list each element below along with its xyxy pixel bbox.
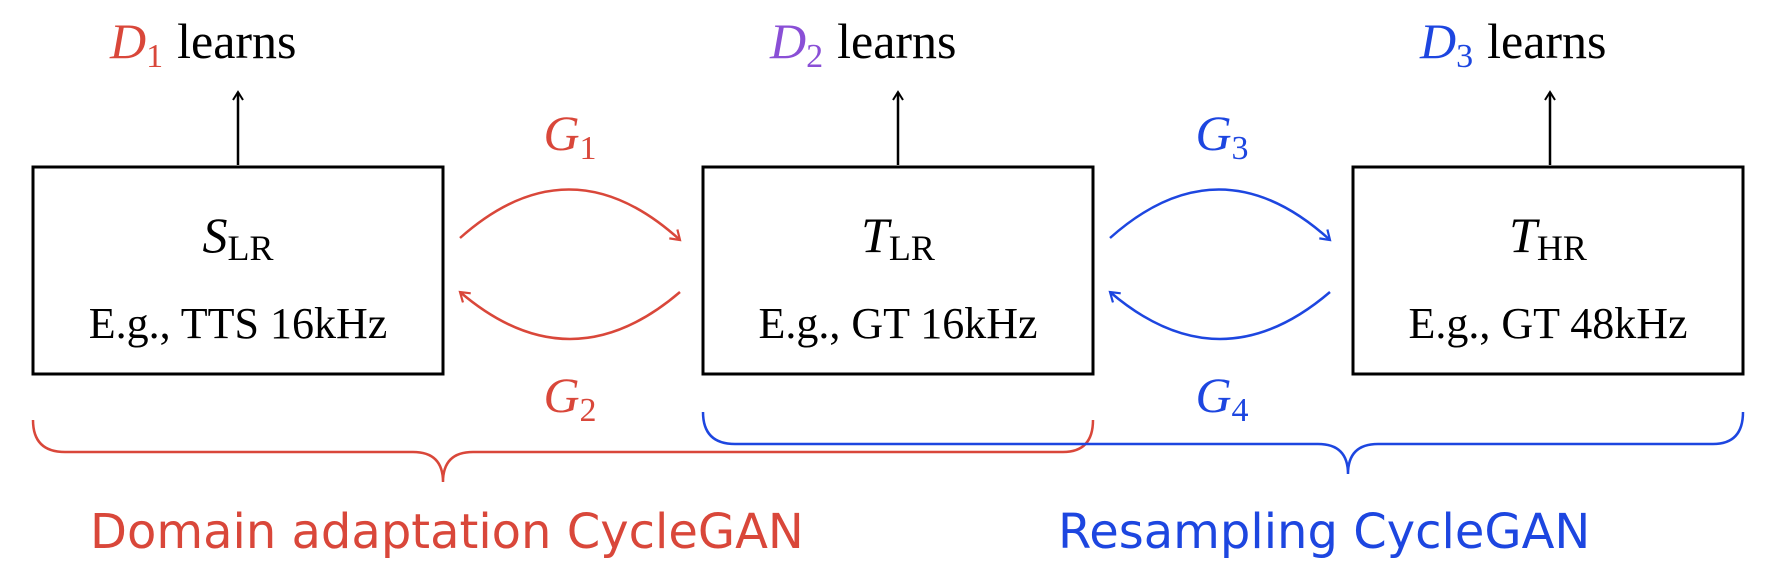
box-t-lr xyxy=(701,165,1095,376)
g1-subscript: 1 xyxy=(580,130,597,167)
g4-arrow xyxy=(1108,290,1331,341)
box-t-hr xyxy=(1351,165,1745,376)
resampling-brace xyxy=(701,411,1745,475)
d1-subscript: 1 xyxy=(146,38,163,75)
d2-learns-label: D2 learns xyxy=(769,13,957,75)
g3-label: G3 xyxy=(1195,105,1248,167)
domain-adaptation-brace xyxy=(31,419,1095,483)
d1-learns-label: D1 learns xyxy=(109,13,297,75)
d3-learns-text: learns xyxy=(1487,13,1606,69)
d2-subscript: 2 xyxy=(806,38,823,75)
g1-label: G1 xyxy=(543,105,596,167)
box1-example: E.g., TTS 16kHz xyxy=(89,299,388,348)
g1-arrow xyxy=(459,188,682,242)
box1-subscript: LR xyxy=(227,228,273,268)
box-s-lr xyxy=(31,165,445,376)
g3-subscript: 3 xyxy=(1232,130,1249,167)
d3-subscript: 3 xyxy=(1456,38,1473,75)
g2-subscript: 2 xyxy=(580,392,597,429)
d1-learns-text: learns xyxy=(177,13,296,69)
g3-arrow xyxy=(1109,188,1332,242)
g4-subscript: 4 xyxy=(1232,392,1249,429)
g3-symbol: G xyxy=(1195,105,1231,161)
d2-learns-text: learns xyxy=(837,13,956,69)
d1-symbol: D xyxy=(109,13,146,69)
box3-subscript: HR xyxy=(1537,228,1587,268)
g1-symbol: G xyxy=(543,105,579,161)
box3-example: E.g., GT 48kHz xyxy=(1408,299,1687,348)
g4-symbol: G xyxy=(1195,367,1231,423)
box2-example: E.g., GT 16kHz xyxy=(758,299,1037,348)
box1-title: SLR xyxy=(202,207,273,268)
g2-arrow xyxy=(458,290,681,341)
box2-subscript: LR xyxy=(889,228,935,268)
g2-label: G2 xyxy=(543,367,596,429)
d3-symbol: D xyxy=(1419,13,1456,69)
box3-title: THR xyxy=(1509,207,1587,268)
g2-symbol: G xyxy=(543,367,579,423)
d2-symbol: D xyxy=(769,13,806,69)
d3-learns-label: D3 learns xyxy=(1419,13,1607,75)
box3-symbol: T xyxy=(1509,207,1540,263)
box2-title: TLR xyxy=(861,207,935,268)
box2-symbol: T xyxy=(861,207,892,263)
domain-adaptation-label: Domain adaptation CycleGAN xyxy=(90,504,804,560)
resampling-label: Resampling CycleGAN xyxy=(1058,504,1590,560)
g4-label: G4 xyxy=(1195,367,1248,429)
box1-symbol: S xyxy=(202,207,227,263)
